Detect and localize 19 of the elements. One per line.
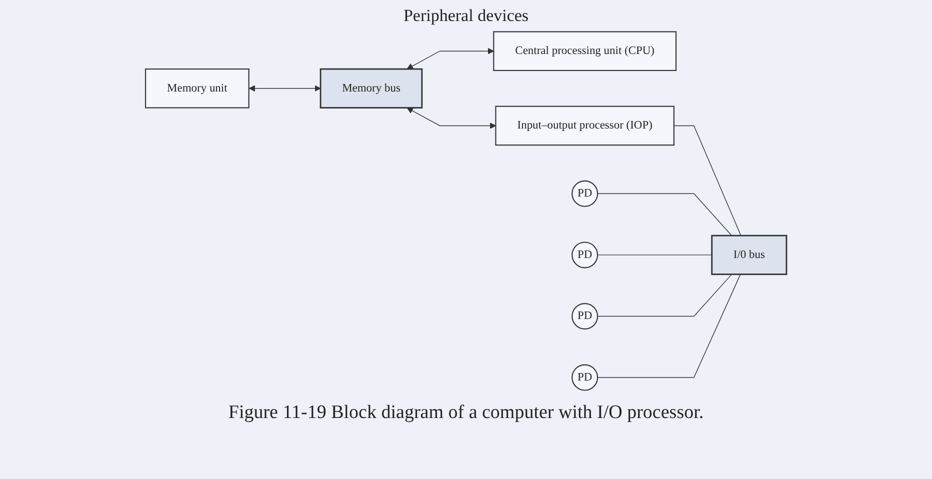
connector bbox=[597, 274, 732, 317]
node-circle: PD bbox=[572, 242, 598, 268]
node-box: Input–output processor (IOP) bbox=[495, 106, 674, 146]
node-box: Memory bus bbox=[320, 68, 423, 108]
connector bbox=[597, 254, 712, 256]
connector bbox=[597, 193, 732, 236]
connector bbox=[597, 274, 741, 378]
arrow bbox=[406, 48, 494, 70]
node-box: I/0 bus bbox=[711, 234, 788, 276]
node-box: Memory unit bbox=[145, 68, 250, 108]
arrow bbox=[406, 108, 496, 129]
connector bbox=[674, 125, 742, 236]
arrow bbox=[248, 85, 321, 92]
annotation-label: Peripheral devices bbox=[403, 6, 529, 25]
node-circle: PD bbox=[572, 364, 598, 391]
figure-caption: Figure 11-19 Block diagram of a computer with I/O processor. bbox=[228, 402, 704, 424]
node-circle: PD bbox=[572, 180, 598, 207]
node-circle: PD bbox=[572, 303, 598, 330]
node-box: Central processing unit (CPU) bbox=[493, 31, 677, 72]
